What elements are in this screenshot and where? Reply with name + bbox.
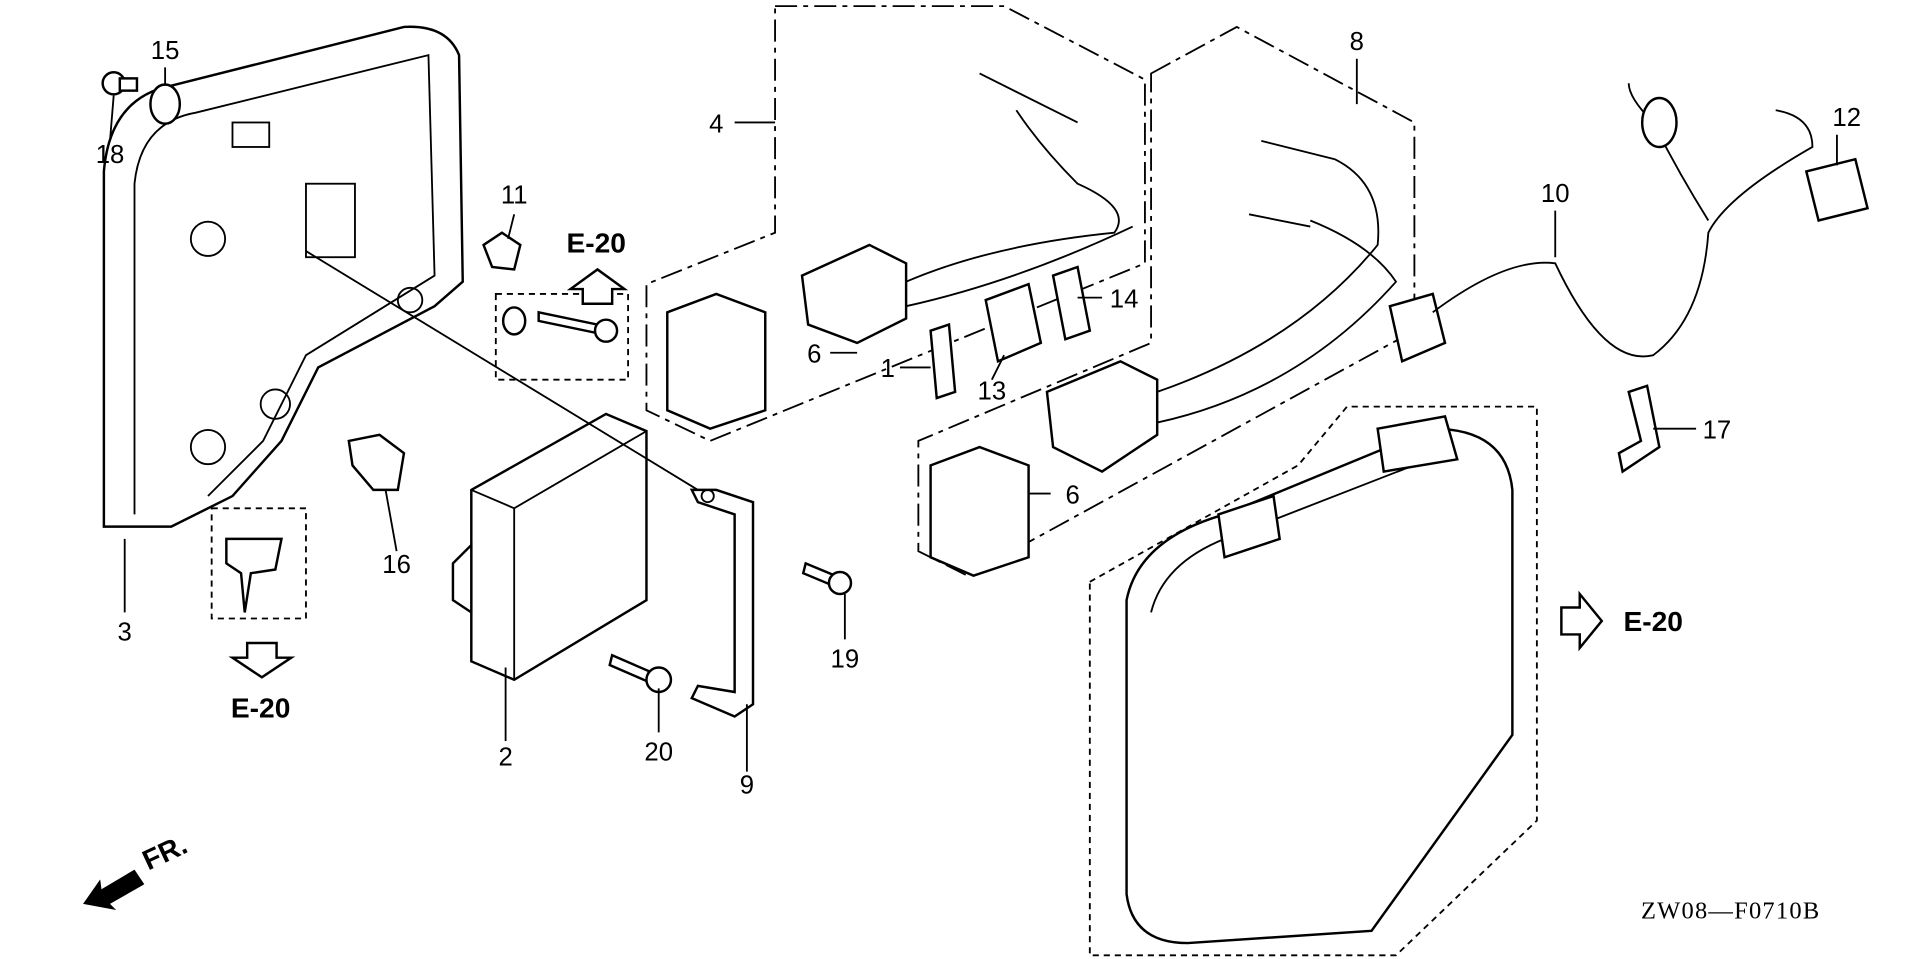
washer-and-bolt bbox=[501, 306, 619, 343]
leader-line bbox=[305, 250, 699, 491]
label-part-16: 16 bbox=[382, 551, 411, 579]
reference-e20-right[interactable]: E-20 bbox=[1560, 590, 1683, 652]
ignition-coil-set-4 bbox=[666, 72, 1134, 430]
label-part-20: 20 bbox=[644, 739, 673, 767]
bolt-part-18 bbox=[101, 71, 139, 96]
group-box-4 bbox=[645, 5, 1146, 442]
ignition-coil-set-8 bbox=[929, 139, 1398, 577]
label-part-14: 14 bbox=[1110, 285, 1139, 313]
reference-e20-left[interactable]: E-20 bbox=[228, 641, 296, 724]
label-part-19: 19 bbox=[831, 646, 860, 674]
dashed-box-11 bbox=[494, 293, 630, 381]
clip-part-17 bbox=[1617, 384, 1661, 474]
label-part-8: 8 bbox=[1350, 28, 1364, 56]
label-part-6: 6 bbox=[807, 341, 821, 369]
leader-lines bbox=[109, 58, 1838, 772]
arrow-down-icon bbox=[228, 641, 296, 679]
front-arrow-icon bbox=[83, 869, 145, 911]
clip-part-14 bbox=[1051, 265, 1092, 341]
part-labels: 2 1 3 4 6 6 8 9 10 11 12 13 14 15 16 17 … bbox=[96, 28, 1861, 799]
dashed-box-cover bbox=[1088, 405, 1538, 957]
label-part-6: 6 bbox=[1066, 481, 1080, 509]
group-box-8 bbox=[917, 25, 1416, 577]
bracket-part-9 bbox=[689, 488, 755, 718]
drawing-code: ZW08—F0710B bbox=[1641, 898, 1820, 925]
clip-part-12 bbox=[1804, 157, 1870, 222]
clamp-part bbox=[225, 537, 283, 613]
label-part-11: 11 bbox=[501, 181, 528, 209]
clip-part-11 bbox=[482, 231, 522, 271]
svg-text:FR.: FR. bbox=[138, 829, 192, 876]
label-part-4: 4 bbox=[709, 110, 723, 138]
arrow-right-icon bbox=[1560, 590, 1604, 652]
label-part-2: 2 bbox=[498, 743, 512, 771]
svg-text:E-20: E-20 bbox=[1623, 606, 1682, 637]
bolt-part-20 bbox=[608, 653, 673, 694]
wire-harness-part-10 bbox=[1388, 83, 1814, 364]
clip-part-13 bbox=[984, 282, 1043, 364]
grommet-part-15 bbox=[149, 83, 182, 125]
label-part-1: 1 bbox=[881, 355, 895, 383]
clip-part-1 bbox=[929, 322, 957, 400]
label-part-10: 10 bbox=[1541, 180, 1570, 208]
front-direction-marker: FR. bbox=[83, 829, 192, 911]
label-part-13: 13 bbox=[978, 377, 1007, 405]
bolt-part-19 bbox=[801, 561, 853, 596]
label-part-9: 9 bbox=[740, 772, 754, 800]
control-panel-part-3 bbox=[102, 25, 464, 528]
svg-text:E-20: E-20 bbox=[566, 227, 625, 258]
label-part-12: 12 bbox=[1832, 104, 1861, 132]
label-part-15: 15 bbox=[151, 37, 180, 65]
arrow-up-icon bbox=[566, 267, 629, 305]
reference-e20-top[interactable]: E-20 bbox=[566, 227, 629, 305]
control-unit-part-2 bbox=[451, 412, 648, 682]
label-part-17: 17 bbox=[1703, 416, 1732, 444]
svg-text:E-20: E-20 bbox=[231, 693, 290, 724]
clip-part-16 bbox=[347, 433, 406, 492]
cover-part bbox=[1125, 415, 1514, 945]
label-part-3: 3 bbox=[118, 619, 132, 647]
label-part-18: 18 bbox=[96, 141, 125, 169]
